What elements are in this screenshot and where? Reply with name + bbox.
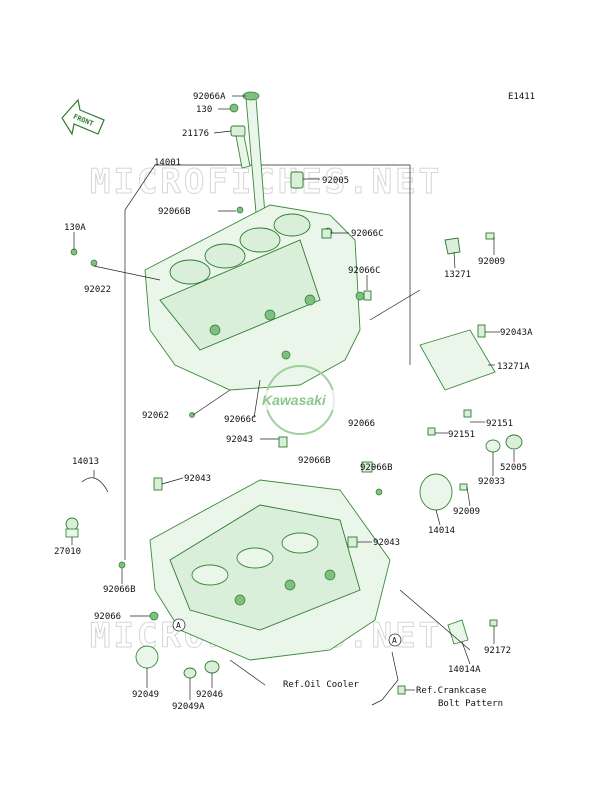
front-arrow-icon: FRONT	[61, 98, 105, 136]
plate-14014A	[447, 619, 469, 645]
ring-92033	[485, 439, 501, 453]
lower-crankcase	[149, 479, 391, 661]
label-27010: 27010	[54, 547, 81, 557]
marker-a-right: A	[388, 633, 402, 647]
diagram-code: E1411	[508, 92, 535, 102]
label-13271A: 13271A	[497, 362, 530, 372]
label-14013: 14013	[72, 457, 99, 467]
label-14001: 14001	[154, 158, 181, 168]
label-13271: 13271	[444, 270, 471, 280]
label-92066C-b: 92066C	[348, 266, 381, 276]
switch-27010	[65, 517, 79, 538]
label-52005: 52005	[500, 463, 527, 473]
logo-text: Kawasaki	[262, 392, 327, 408]
label-92151-a: 92151	[486, 419, 513, 429]
plate-13271	[444, 237, 461, 255]
oil-pipe	[371, 651, 399, 706]
label-92066A: 92066A	[193, 92, 226, 102]
cover-13271A	[419, 329, 496, 391]
label-92066B-upper: 92066B	[158, 207, 191, 217]
label-92009-lower: 92009	[453, 507, 480, 517]
leader-lines	[71, 95, 515, 700]
label-92151-b: 92151	[448, 430, 475, 440]
label-92049: 92049	[132, 690, 159, 700]
collar-92049A	[183, 667, 197, 679]
label-ref-oil-cooler: Ref.Oil Cooler	[283, 680, 359, 690]
label-92066-lower: 92066	[94, 612, 121, 622]
label-ref-crankcase: Ref.Crankcase	[416, 686, 486, 696]
plug-92005	[290, 171, 304, 189]
label-92043-a: 92043	[226, 435, 253, 445]
label-92066B-right: 92066B	[360, 463, 393, 473]
label-92066B-mid: 92066B	[298, 456, 331, 466]
label-92033: 92033	[478, 477, 505, 487]
label-92043-c: 92043	[373, 538, 400, 548]
seal-92049	[135, 645, 159, 669]
small-hardware	[70, 228, 498, 695]
label-92043A: 92043A	[500, 328, 533, 338]
label-92062: 92062	[142, 411, 169, 421]
label-130A: 130A	[64, 223, 86, 233]
label-92005: 92005	[322, 176, 349, 186]
upper-crankcase	[144, 204, 365, 391]
part-labels: 92066A 130 21176 14001 92005 92066B 9206…	[54, 92, 533, 712]
label-14014: 14014	[428, 526, 455, 536]
label-92049A: 92049A	[172, 702, 205, 712]
kawasaki-logo: Kawasaki	[260, 365, 340, 435]
svg-text:A: A	[392, 636, 397, 645]
label-92172: 92172	[484, 646, 511, 656]
label-92066B-lower: 92066B	[103, 585, 136, 595]
label-92066C-c: 92066C	[224, 415, 257, 425]
label-92046: 92046	[196, 690, 223, 700]
label-92043-b: 92043	[184, 474, 211, 484]
ring-14013	[81, 477, 109, 493]
sensor-21176	[229, 103, 251, 169]
label-92066: 92066	[348, 419, 375, 429]
watermark-top: MICROFICHES.NET	[90, 162, 442, 202]
label-bolt-pattern: Bolt Pattern	[438, 699, 503, 709]
label-130: 130	[196, 105, 212, 115]
collar-92046	[204, 660, 220, 674]
label-92009-upper: 92009	[478, 257, 505, 267]
upper-frame	[124, 164, 411, 365]
seal-52005	[505, 434, 523, 450]
svg-text:A: A	[176, 621, 181, 630]
label-92066C-a: 92066C	[351, 229, 384, 239]
label-14014A: 14014A	[448, 665, 481, 675]
label-92022: 92022	[84, 285, 111, 295]
label-21176: 21176	[182, 129, 209, 139]
marker-a-left: A	[172, 618, 186, 632]
cover-14014	[419, 473, 453, 511]
